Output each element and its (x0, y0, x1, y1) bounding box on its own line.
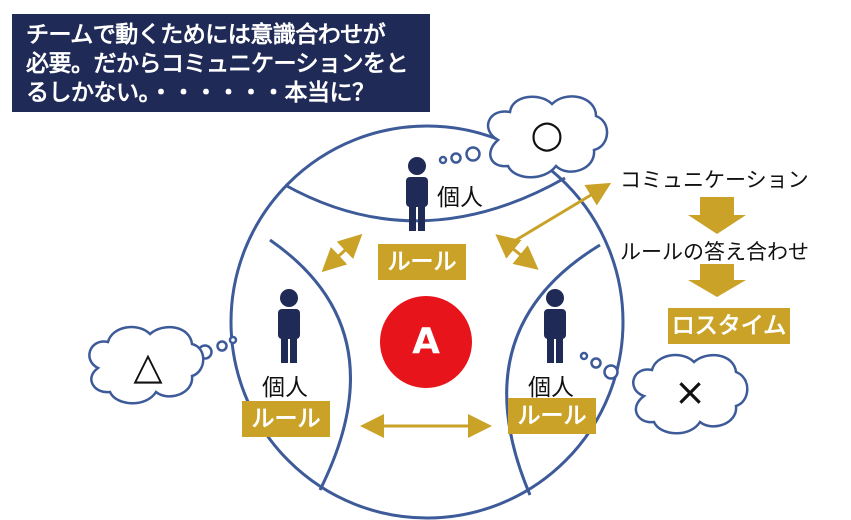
title-line-1: チームで動くためには意識合わせが (26, 22, 386, 48)
title-line-2: 必要。だからコミュニケーションをと (26, 51, 409, 77)
thought-bubble-top (438, 95, 609, 179)
thought-bubble-left (88, 325, 238, 405)
center-circle (380, 296, 472, 388)
flow-arrow-2 (688, 264, 746, 297)
flow-step-communication: コミュニケーション (620, 168, 809, 192)
divider-arc-left (269, 238, 352, 491)
rule-label-top: ルール (378, 244, 466, 280)
opinion-left: △ (133, 344, 163, 388)
rule-label-left: ルール (242, 401, 330, 437)
rule-label-right: ルール (508, 398, 596, 434)
person-label-right: 個人 (528, 375, 574, 401)
person-icon-right (544, 289, 566, 363)
title-box: チームで動くためには意識合わせが 必要。だからコミュニケーションをと るしかない… (12, 14, 430, 112)
flow-step-losstime: ロスタイム (668, 308, 790, 344)
arrow-to-communication (515, 182, 612, 242)
flow-arrow-1 (688, 197, 746, 234)
person-label-top: 個人 (437, 185, 483, 211)
center-label: A (412, 321, 440, 362)
flow-step-rule-matching: ルールの答え合わせ (620, 240, 809, 264)
thought-bubble-right (579, 351, 749, 435)
arrow-top-right (495, 234, 539, 270)
title-line-3: るしかない。・・・・・・本当に？ (26, 80, 375, 106)
person-icon-top (406, 157, 428, 231)
opinion-right: × (674, 370, 706, 414)
arrow-top-left (321, 233, 363, 273)
divider-arc-right (505, 243, 601, 496)
person-icon-left (278, 289, 300, 363)
person-label-left: 個人 (262, 375, 308, 401)
opinion-top: ○ (530, 112, 564, 156)
